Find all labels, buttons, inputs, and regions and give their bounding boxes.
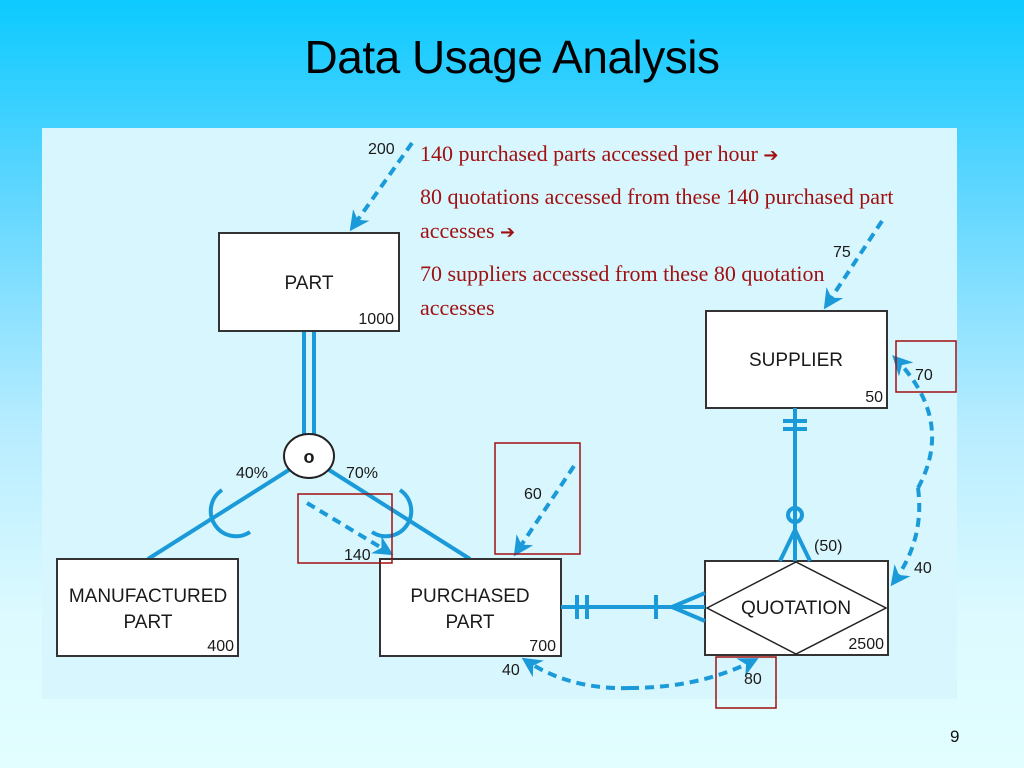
svg-text:PART: PART xyxy=(124,612,173,633)
svg-text:SUPPLIER: SUPPLIER xyxy=(749,350,843,371)
svg-text:700: 700 xyxy=(529,638,556,655)
highlight-box-80 xyxy=(715,656,777,709)
relationship-purchased-quotation xyxy=(561,591,706,623)
count-quotation-to-supplier: 70 xyxy=(915,367,933,384)
subset-symbol-manufactured xyxy=(208,488,252,539)
access-path-part-to-purchased xyxy=(305,501,394,556)
subtype-line-manufactured xyxy=(146,466,294,561)
relationship-supplier-quotation xyxy=(778,408,812,562)
entity-purchased-part[interactable]: PURCHASED PART 700 xyxy=(379,558,562,657)
count-purchased-to-quotation: 80 xyxy=(744,671,762,688)
svg-text:PART: PART xyxy=(285,273,334,294)
highlight-box-140 xyxy=(297,493,393,564)
pct-manufactured: 40% xyxy=(236,465,268,482)
note-1: 140 purchased parts accessed per hour ➔ xyxy=(420,141,779,166)
svg-text:QUOTATION: QUOTATION xyxy=(741,598,851,619)
usage-notes: 140 purchased parts accessed per hour ➔ … xyxy=(420,137,900,332)
note-3: 70 suppliers accessed from these 80 quot… xyxy=(420,261,825,320)
highlight-box-70 xyxy=(895,340,957,393)
count-supplier-direct: 75 xyxy=(833,244,851,261)
svg-text:2500: 2500 xyxy=(848,636,884,653)
entity-quotation[interactable]: QUOTATION 2500 xyxy=(704,560,889,656)
access-path-supplier-to-quotation xyxy=(890,487,922,587)
svg-text:50: 50 xyxy=(865,389,883,406)
right-arrow-icon: ➔ xyxy=(763,145,779,166)
slide-title: Data Usage Analysis xyxy=(304,31,720,83)
svg-text:400: 400 xyxy=(207,638,234,655)
entity-part[interactable]: PART 1000 xyxy=(218,232,400,332)
svg-text:PURCHASED: PURCHASED xyxy=(410,586,529,607)
access-path-supplier xyxy=(823,219,884,310)
quotations-per-supplier: (50) xyxy=(814,538,842,555)
svg-text:MANUFACTURED: MANUFACTURED xyxy=(69,586,227,607)
svg-text:o: o xyxy=(304,447,315,467)
entity-manufactured-part[interactable]: MANUFACTURED PART 400 xyxy=(56,558,239,657)
svg-text:PART: PART xyxy=(446,612,495,633)
highlight-box-60 xyxy=(494,442,581,555)
svg-text:1000: 1000 xyxy=(358,311,394,328)
count-quotation-to-purchased: 40 xyxy=(502,662,520,679)
access-path-purchased xyxy=(513,464,576,557)
subtype-line-purchased xyxy=(324,466,472,561)
page-number: 9 xyxy=(950,727,960,746)
subset-symbol-purchased xyxy=(370,488,414,539)
count-part-direct: 200 xyxy=(368,141,395,158)
count-supplier-to-quotation: 40 xyxy=(914,560,932,577)
access-path-purchased-to-quotation xyxy=(629,658,759,690)
entity-supplier[interactable]: SUPPLIER 50 xyxy=(705,310,888,409)
right-arrow-icon: ➔ xyxy=(500,222,516,243)
part-supertype-connector xyxy=(302,331,316,440)
subtype-disjoint-circle: o xyxy=(283,433,335,479)
access-path-quotation-to-purchased xyxy=(521,657,631,691)
pct-purchased: 70% xyxy=(346,465,378,482)
count-part-to-purchased: 140 xyxy=(344,547,371,564)
access-path-part xyxy=(349,141,414,232)
count-purchased-direct: 60 xyxy=(524,486,542,503)
note-2: 80 quotations accessed from these 140 pu… xyxy=(420,184,894,243)
access-path-quotation-to-supplier xyxy=(892,355,935,489)
